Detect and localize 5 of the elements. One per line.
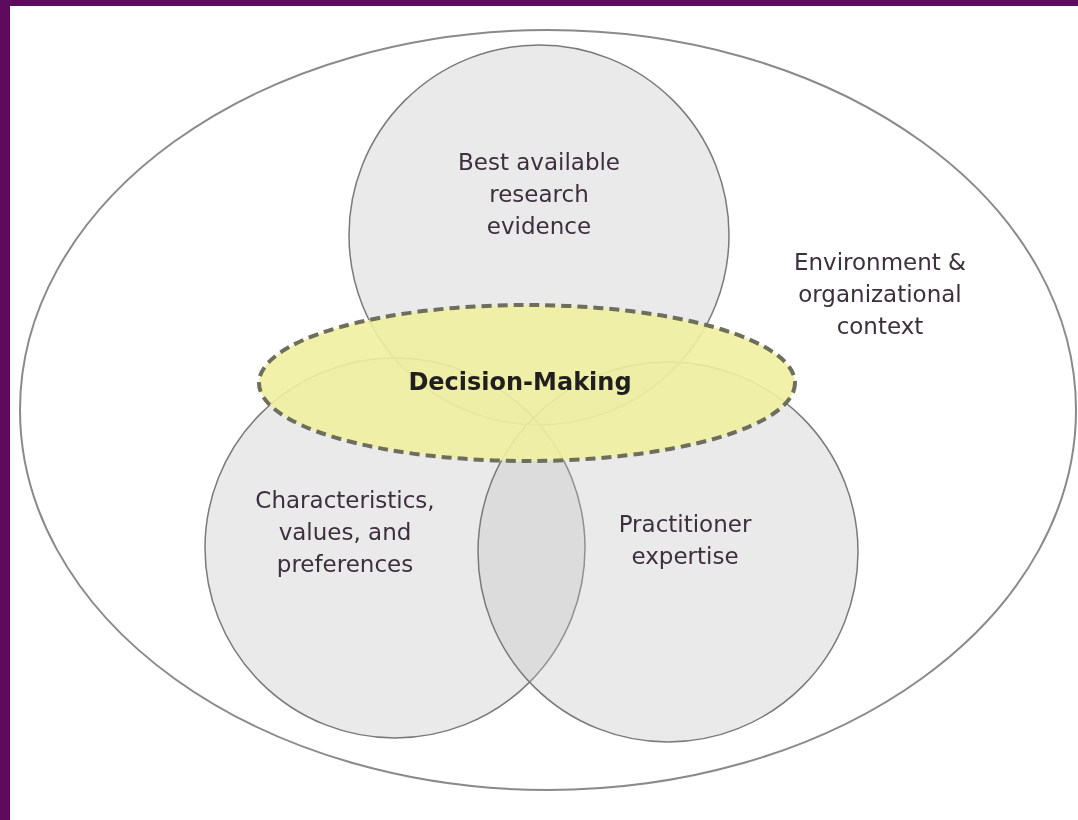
- circle-label: Characteristics, values, and preferences: [254, 486, 436, 580]
- circle-label: Best available research evidence: [456, 148, 622, 242]
- center-label: Decision-Making: [407, 367, 633, 398]
- circle-label: Practitioner expertise: [617, 510, 753, 572]
- circle-label: Environment & organizational context: [792, 248, 968, 342]
